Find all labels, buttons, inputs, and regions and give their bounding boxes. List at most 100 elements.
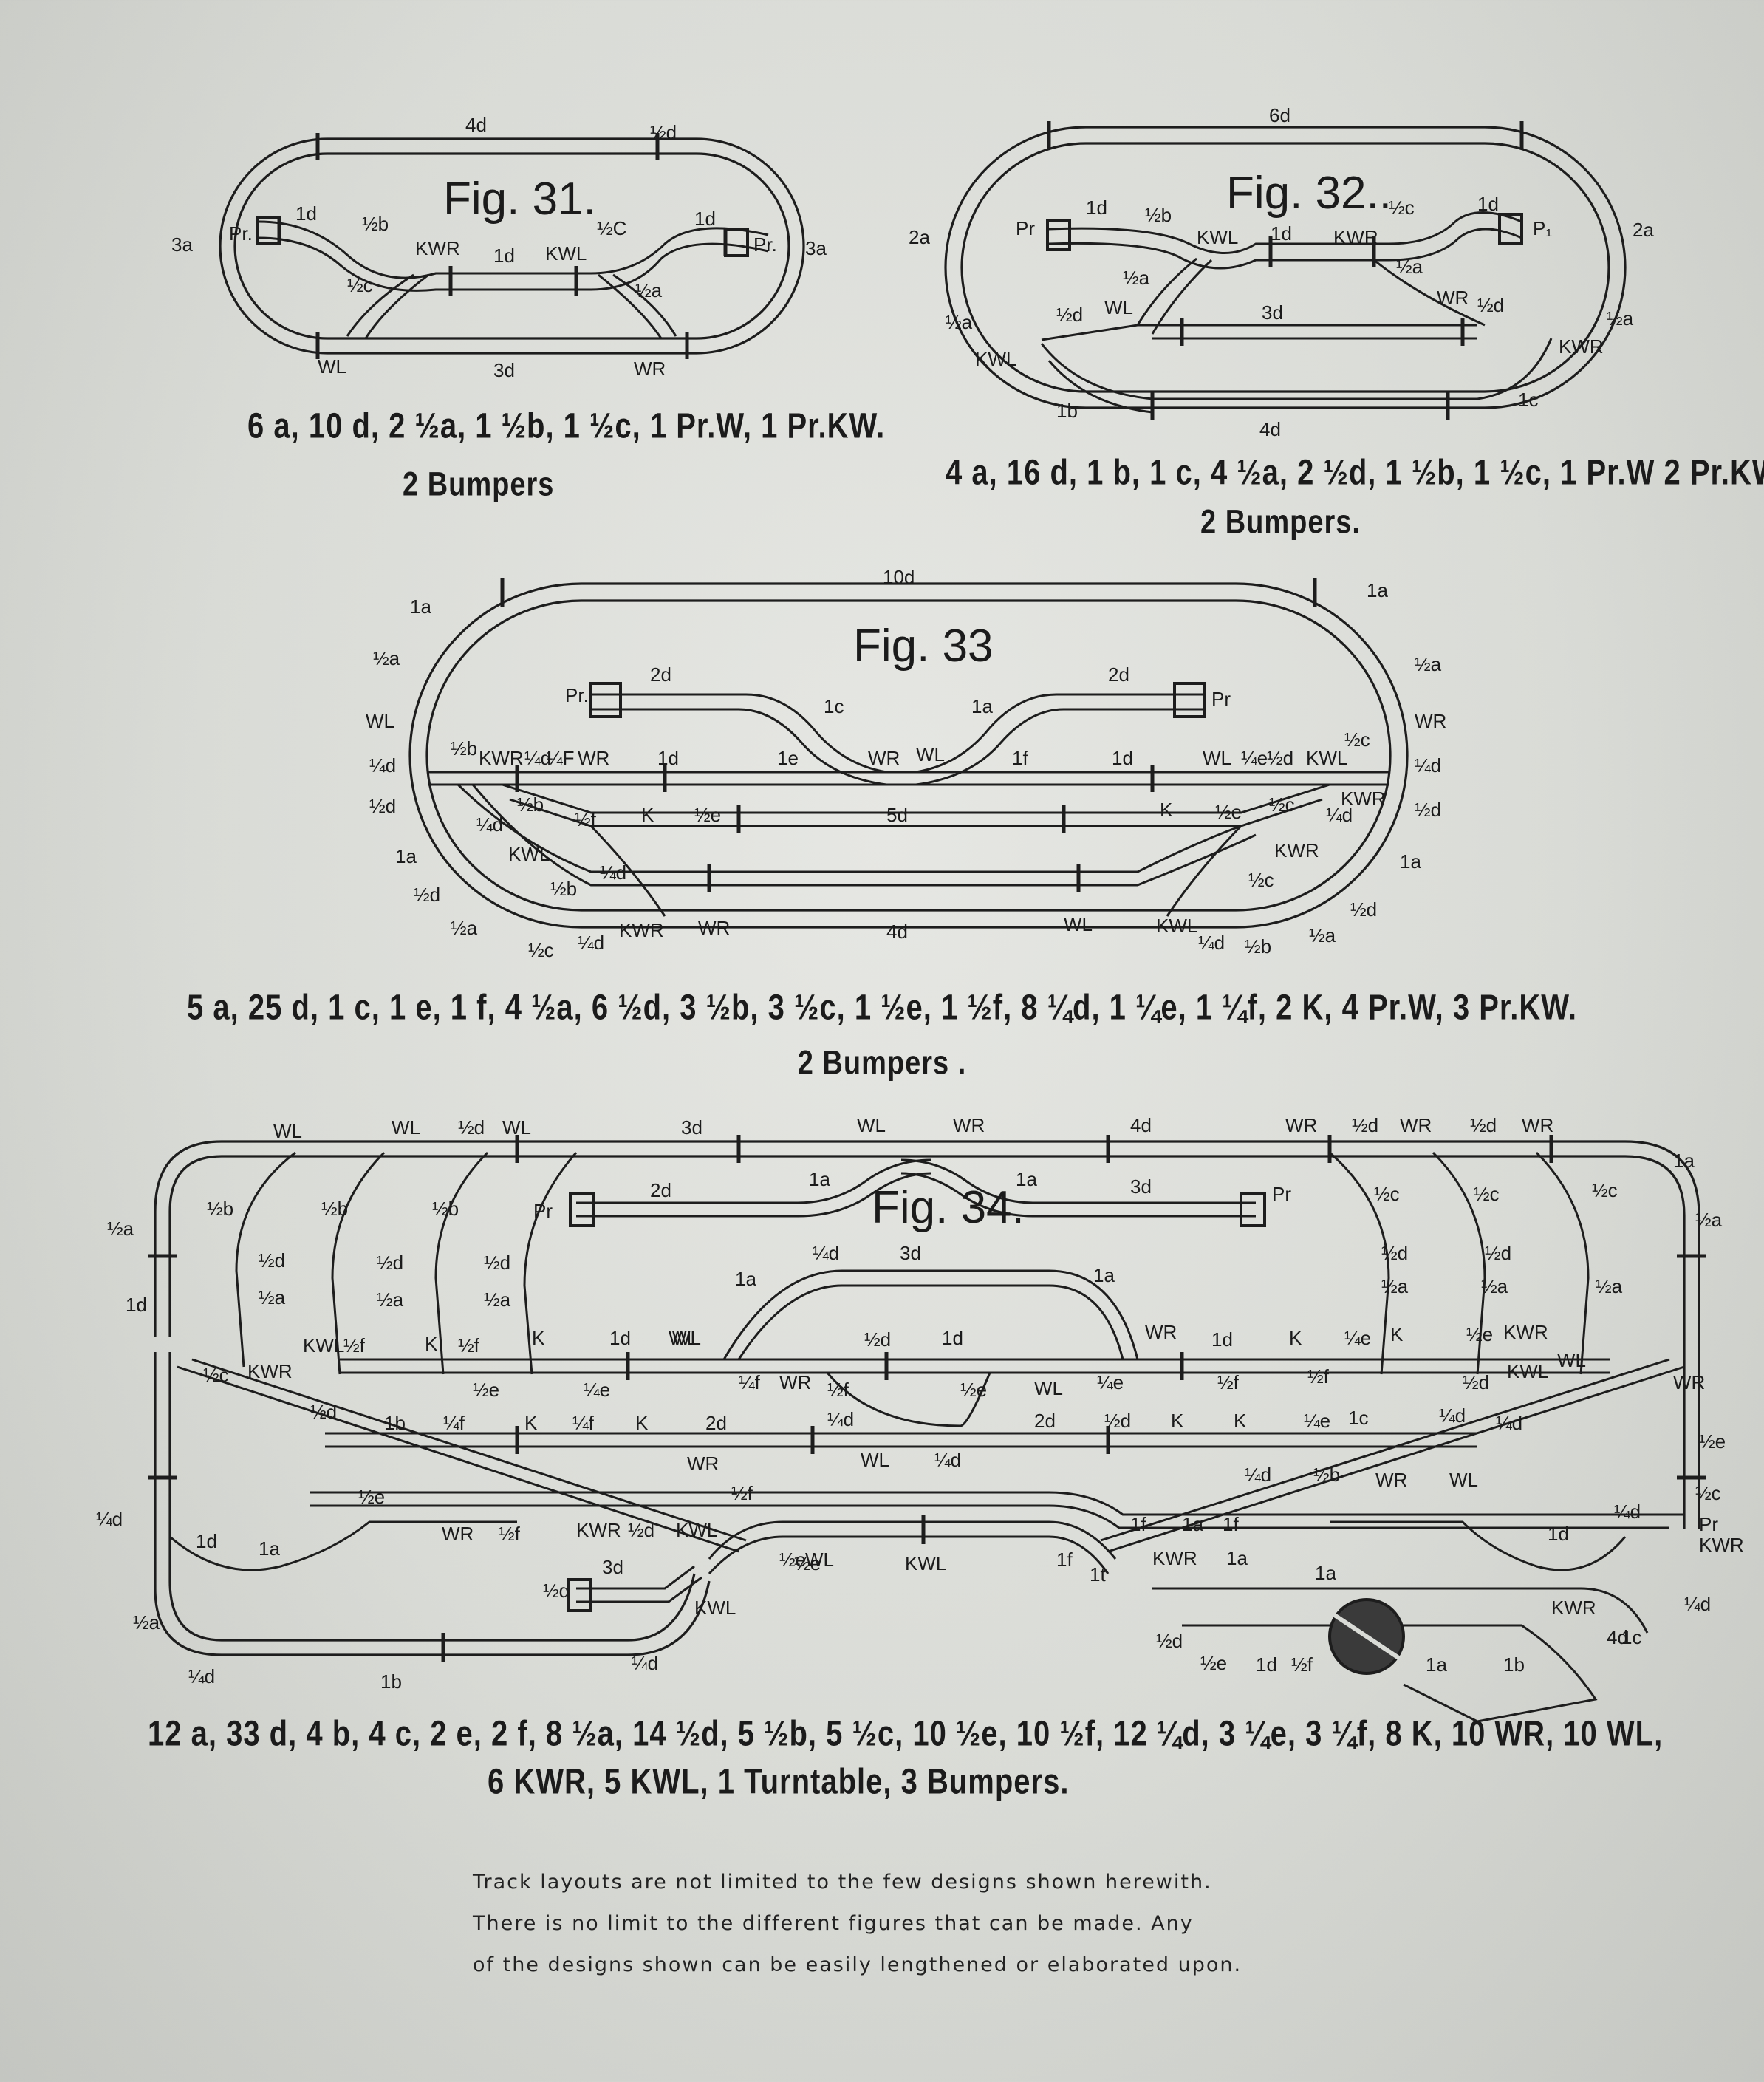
fig-34-track: [148, 1135, 1706, 1723]
fig-34-label: ½e: [1466, 1323, 1493, 1345]
fig-34-label: WR: [1285, 1114, 1317, 1136]
fig-34-label: 1a: [1426, 1653, 1447, 1676]
fig-33-label: 1d: [1112, 747, 1133, 769]
fig-31-label: 3a: [171, 233, 193, 256]
fig-31-label: 4d: [465, 114, 487, 136]
fig-32-label: WL: [1104, 296, 1133, 318]
fig-34-label: 1b: [384, 1412, 406, 1434]
fig-31-label: ½a: [635, 279, 663, 301]
fig-32-label: ½d: [1056, 304, 1083, 326]
fig-33-label: ½d: [1350, 898, 1377, 921]
fig-33-label: ½d: [1267, 747, 1293, 769]
fig-34-label: 1a: [259, 1537, 280, 1560]
fig-31-label: 1d: [694, 208, 716, 230]
fig-34-label: ½e: [794, 1552, 821, 1574]
fig-34-label: Pr: [1699, 1513, 1718, 1535]
fig-34-label: ½f: [1291, 1653, 1313, 1676]
fig-34-label: 2d: [1034, 1410, 1056, 1432]
fig-33-label: 1a: [410, 595, 431, 618]
fig-34-label: 1d: [1548, 1523, 1569, 1545]
fig-34-label: ½e: [358, 1486, 385, 1508]
fig-33-label: 10d: [883, 566, 915, 588]
fig-33-label: 1a: [395, 845, 417, 867]
fig-34-label: WL: [502, 1116, 531, 1139]
fig-31-bumper-left: [256, 216, 281, 245]
fig-32-label: 1d: [1086, 197, 1107, 219]
fig-34-label: K: [1234, 1410, 1247, 1432]
fig-33-label: 1a: [1400, 850, 1421, 873]
fig-34-label: ¼d: [1245, 1464, 1271, 1486]
fig-33-label: ½c: [528, 939, 554, 961]
fig-34-label: ½a: [107, 1218, 134, 1240]
fig-31-label: WL: [318, 355, 346, 378]
fig-33-bumper-left: [589, 682, 622, 718]
fig-33-label: KWL: [1156, 915, 1197, 937]
fig-33-label: ½c: [1248, 869, 1274, 891]
fig-34-label: ½f: [499, 1523, 521, 1545]
fig-34-label: 4d: [1130, 1114, 1152, 1136]
fig-33-label: WR: [698, 917, 730, 939]
fig-31-label: ½b: [362, 213, 389, 235]
fig-34-label: KWL: [905, 1552, 946, 1574]
fig-31-label: KWL: [545, 242, 587, 264]
fig-34-label: 1a: [735, 1268, 756, 1290]
fig-34-label: ½d: [864, 1328, 891, 1351]
fig-34-label: K: [1289, 1327, 1302, 1349]
fig-33-label: 1a: [1367, 579, 1388, 601]
fig-32-label: 3d: [1262, 301, 1283, 324]
fig-31-label: 3d: [493, 359, 515, 381]
fig-34-label: 3d: [681, 1116, 702, 1139]
fig-33-label: 2d: [1108, 663, 1129, 686]
fig-33-label: WL: [916, 743, 945, 765]
fig-34-label: 1d: [609, 1327, 631, 1349]
fig-34-label: 1c: [1348, 1407, 1368, 1429]
fig-33-label: WL: [366, 710, 394, 732]
fig-34-label: 1f: [1130, 1513, 1146, 1535]
fig-34-label: WR: [442, 1523, 474, 1545]
fig-32-label: 1c: [1518, 389, 1538, 411]
fig-34-label: ½f: [343, 1334, 366, 1356]
fig-34-label: ½e: [1200, 1652, 1227, 1674]
fig-34-label: 1a: [1093, 1264, 1115, 1286]
fig-33-bumpers: 2 Bumpers .: [797, 1044, 967, 1082]
fig-33-labels: 10d 1a 1a ½a ½a WL WR Pr. 2d 2d Pr 1c 1a…: [366, 566, 1446, 961]
fig-33-title: Fig. 33: [853, 621, 994, 672]
fig-34-label: ¼d: [1684, 1593, 1711, 1615]
fig-34-label: 1d: [196, 1530, 217, 1552]
fig-34-label: 3d: [602, 1556, 623, 1578]
fig-33-label: ¼e: [1241, 747, 1268, 769]
fig-33-label: KWR: [1341, 788, 1386, 810]
fig-34-label: 2d: [650, 1179, 671, 1201]
fig-34-label: ½d: [259, 1249, 285, 1272]
fig-34-label: KWR: [1503, 1321, 1548, 1343]
fig-33-label: ¼d: [600, 861, 626, 884]
fig-31-label: Pr.: [753, 233, 777, 256]
fig-34-label: ¼f: [443, 1412, 465, 1434]
turntable: [1328, 1598, 1405, 1675]
fig-34-label: ½d: [458, 1116, 485, 1139]
fig-31-bumpers: 2 Bumpers: [403, 465, 555, 504]
fig-34-label: K: [1171, 1410, 1184, 1432]
fig-34-label: ¼d: [813, 1242, 839, 1264]
fig-31-track: [219, 133, 805, 359]
fig-33-label: ½b: [451, 737, 477, 760]
fig-34-label: ½b: [207, 1198, 233, 1220]
fig-33-label: 1d: [657, 747, 679, 769]
fig-32-track: [944, 121, 1627, 420]
fig-34-label: WR: [779, 1371, 811, 1393]
fig-34-label: ½b: [1313, 1464, 1340, 1486]
fig-32-label: 6d: [1269, 104, 1290, 126]
fig-34-label: ¼d: [1614, 1501, 1641, 1523]
fig-34-label: ½d: [1463, 1371, 1489, 1393]
fig-34-label: ½d: [1381, 1242, 1408, 1264]
fig-34-label: ½c: [1474, 1183, 1500, 1205]
fig-34-label: ½e: [779, 1549, 806, 1571]
fig-34-label: KWL: [303, 1334, 344, 1356]
fig-34-label: WL: [669, 1327, 697, 1349]
fig-34-label: ½c: [203, 1364, 229, 1386]
fig-34-label: ½d: [628, 1519, 654, 1541]
fig-33-label: KWR: [619, 919, 664, 941]
fig-34-label: WL: [672, 1327, 701, 1349]
fig-31-bumper-right: [723, 228, 749, 257]
